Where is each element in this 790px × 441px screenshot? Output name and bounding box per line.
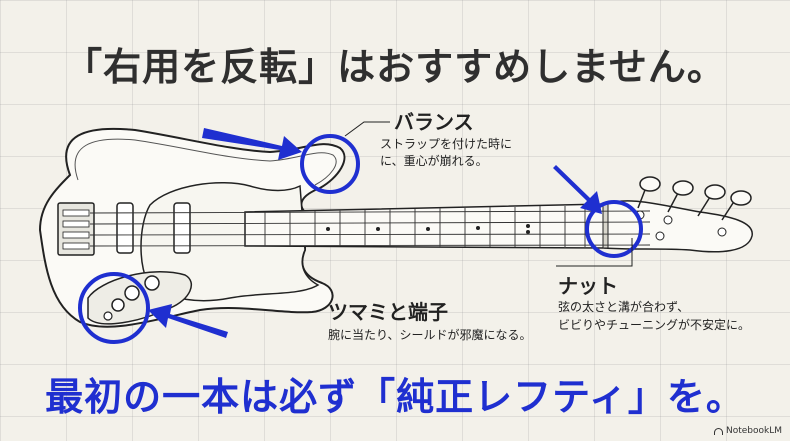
arrow-icon xyxy=(202,128,302,160)
balance-text-line-2: に、重心が崩れる。 xyxy=(380,154,488,168)
knob-icon xyxy=(144,275,160,291)
knob-icon xyxy=(124,285,140,301)
nut-highlight xyxy=(585,200,643,258)
arrow-icon xyxy=(148,304,228,338)
knobs-title: ツマミと端子 xyxy=(328,300,448,324)
nut-text-line-2: ビビりやチューニングが不安定に。 xyxy=(558,318,751,332)
arrow-icon xyxy=(553,165,602,214)
notebooklm-icon xyxy=(713,427,723,435)
jack-icon xyxy=(103,311,113,321)
balance-title: バランス xyxy=(394,110,474,134)
bridge-pickup xyxy=(116,202,134,254)
tuner-icon xyxy=(672,180,694,196)
knobs-text: 腕に当たり、シールドが邪魔になる。 xyxy=(328,328,532,342)
balance-text-line-1: ストラップを付けた時に xyxy=(380,137,513,151)
balance-highlight xyxy=(300,134,360,194)
notebooklm-badge: NotebookLM xyxy=(713,426,782,436)
footer-headline: 最初の一本は必ず「純正レフティ」を。 xyxy=(45,375,745,419)
tuner-icon xyxy=(730,190,752,206)
control-plate xyxy=(87,271,192,325)
nut-title: ナット xyxy=(558,274,618,298)
knobs-highlight xyxy=(78,272,150,344)
neck-pickup xyxy=(173,202,191,254)
nut xyxy=(602,203,609,249)
tuner-icon xyxy=(704,184,726,200)
knob-icon xyxy=(111,298,125,312)
nut-text-line-1: 弦の太さと溝が合わず、 xyxy=(558,300,690,314)
guitar-neck xyxy=(244,203,606,249)
tuner-icon xyxy=(639,176,661,192)
headline: 「右用を反転」はおすすめしません。 xyxy=(64,45,726,89)
badge-text: NotebookLM xyxy=(725,426,782,436)
